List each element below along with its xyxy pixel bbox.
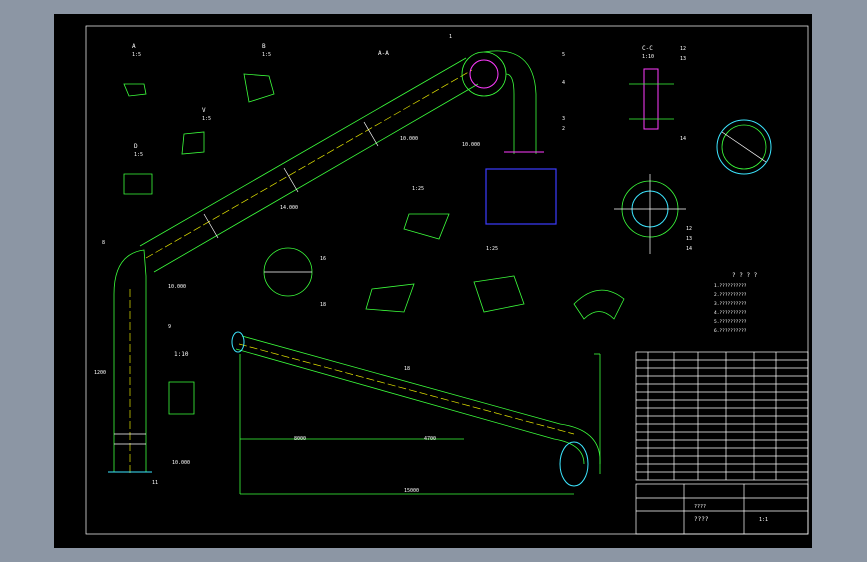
section-circle-right xyxy=(716,119,772,175)
title-scale: 1:1 xyxy=(759,517,768,523)
callout-9: 9 xyxy=(168,324,171,330)
elevation-base: 10.000 xyxy=(172,460,190,466)
scale-label-7: 1:25 xyxy=(412,186,424,192)
elevation-mid: 14.000 xyxy=(280,205,298,211)
drawing-frame xyxy=(85,25,809,535)
elevation-top: 10.000 xyxy=(462,142,480,148)
callout-11: 11 xyxy=(152,480,158,486)
title-drawn: ???? xyxy=(694,504,706,510)
callout-4: 4 xyxy=(562,80,565,86)
callout-12: 12 xyxy=(680,46,686,52)
callout-12b: 12 xyxy=(686,226,692,232)
dim-len2: 4700 xyxy=(424,436,436,442)
callout-2: 2 xyxy=(562,126,565,132)
callout-18b: 18 xyxy=(404,366,410,372)
callout-13b: 13 xyxy=(686,236,692,242)
technical-notes: ? ? ? ? 1.?????????? 2.?????????? 3.????… xyxy=(714,272,758,334)
scale-label-5: 1:10 xyxy=(642,54,654,60)
diagonal-pipe xyxy=(139,57,479,273)
title-name: ???? xyxy=(694,516,709,523)
scale-label-2: 1:5 xyxy=(262,52,271,58)
long-pipe-lower xyxy=(231,331,601,495)
dim-total: 15000 xyxy=(404,488,419,494)
callout-13: 13 xyxy=(680,56,686,62)
note-1: 1.?????????? xyxy=(714,283,747,289)
note-3: 3.?????????? xyxy=(714,301,747,307)
elbow-lower xyxy=(113,249,147,295)
callout-1: 1 xyxy=(449,34,452,40)
note-2: 2.?????????? xyxy=(714,292,747,298)
view-label-d: D xyxy=(134,143,138,150)
note-6: 6.?????????? xyxy=(714,328,747,334)
vertical-pipe xyxy=(108,289,152,476)
scale-label-6: 1:10 xyxy=(174,351,189,358)
callout-5: 5 xyxy=(562,52,565,58)
cad-drawing: A 1:5 B 1:5 V 1:5 D 1:5 C-C 1:10 A-A 1:1… xyxy=(85,25,809,535)
scale-label-4: 1:5 xyxy=(134,152,143,158)
note-4: 4.?????????? xyxy=(714,310,747,316)
callout-8: 8 xyxy=(102,240,105,246)
view-label-aa: A-A xyxy=(378,50,389,57)
elevation-bend: 10.000 xyxy=(168,284,186,290)
view-label-a: A xyxy=(132,43,136,50)
scale-label-3: 1:5 xyxy=(202,116,211,122)
detail-parts xyxy=(123,73,625,415)
dim-len1: 8000 xyxy=(294,436,306,442)
support-base xyxy=(485,168,557,225)
view-label-e: V xyxy=(202,107,206,114)
callout-3: 3 xyxy=(562,116,565,122)
title-block: ???? ???? 1:1 xyxy=(635,483,809,535)
view-label-b: B xyxy=(262,43,266,50)
scale-label-8: 1:25 xyxy=(486,246,498,252)
bill-of-materials xyxy=(635,351,809,481)
callout-14b: 14 xyxy=(686,246,692,252)
drawing-sheet: A 1:5 B 1:5 V 1:5 D 1:5 C-C 1:10 A-A 1:1… xyxy=(54,14,812,548)
view-label-cc: C-C xyxy=(642,45,653,52)
upper-elbow xyxy=(461,50,537,154)
note-5: 5.?????????? xyxy=(714,319,747,325)
view-c-c xyxy=(629,68,674,130)
callout-14: 14 xyxy=(680,136,686,142)
notes-title: ? ? ? ? xyxy=(732,272,758,279)
callout-16: 16 xyxy=(320,256,326,262)
elevation-upper-right: 10.000 xyxy=(400,136,418,142)
scale-label-1: 1:5 xyxy=(132,52,141,58)
dim-len3: 1200 xyxy=(94,370,106,376)
callout-18: 18 xyxy=(320,302,326,308)
